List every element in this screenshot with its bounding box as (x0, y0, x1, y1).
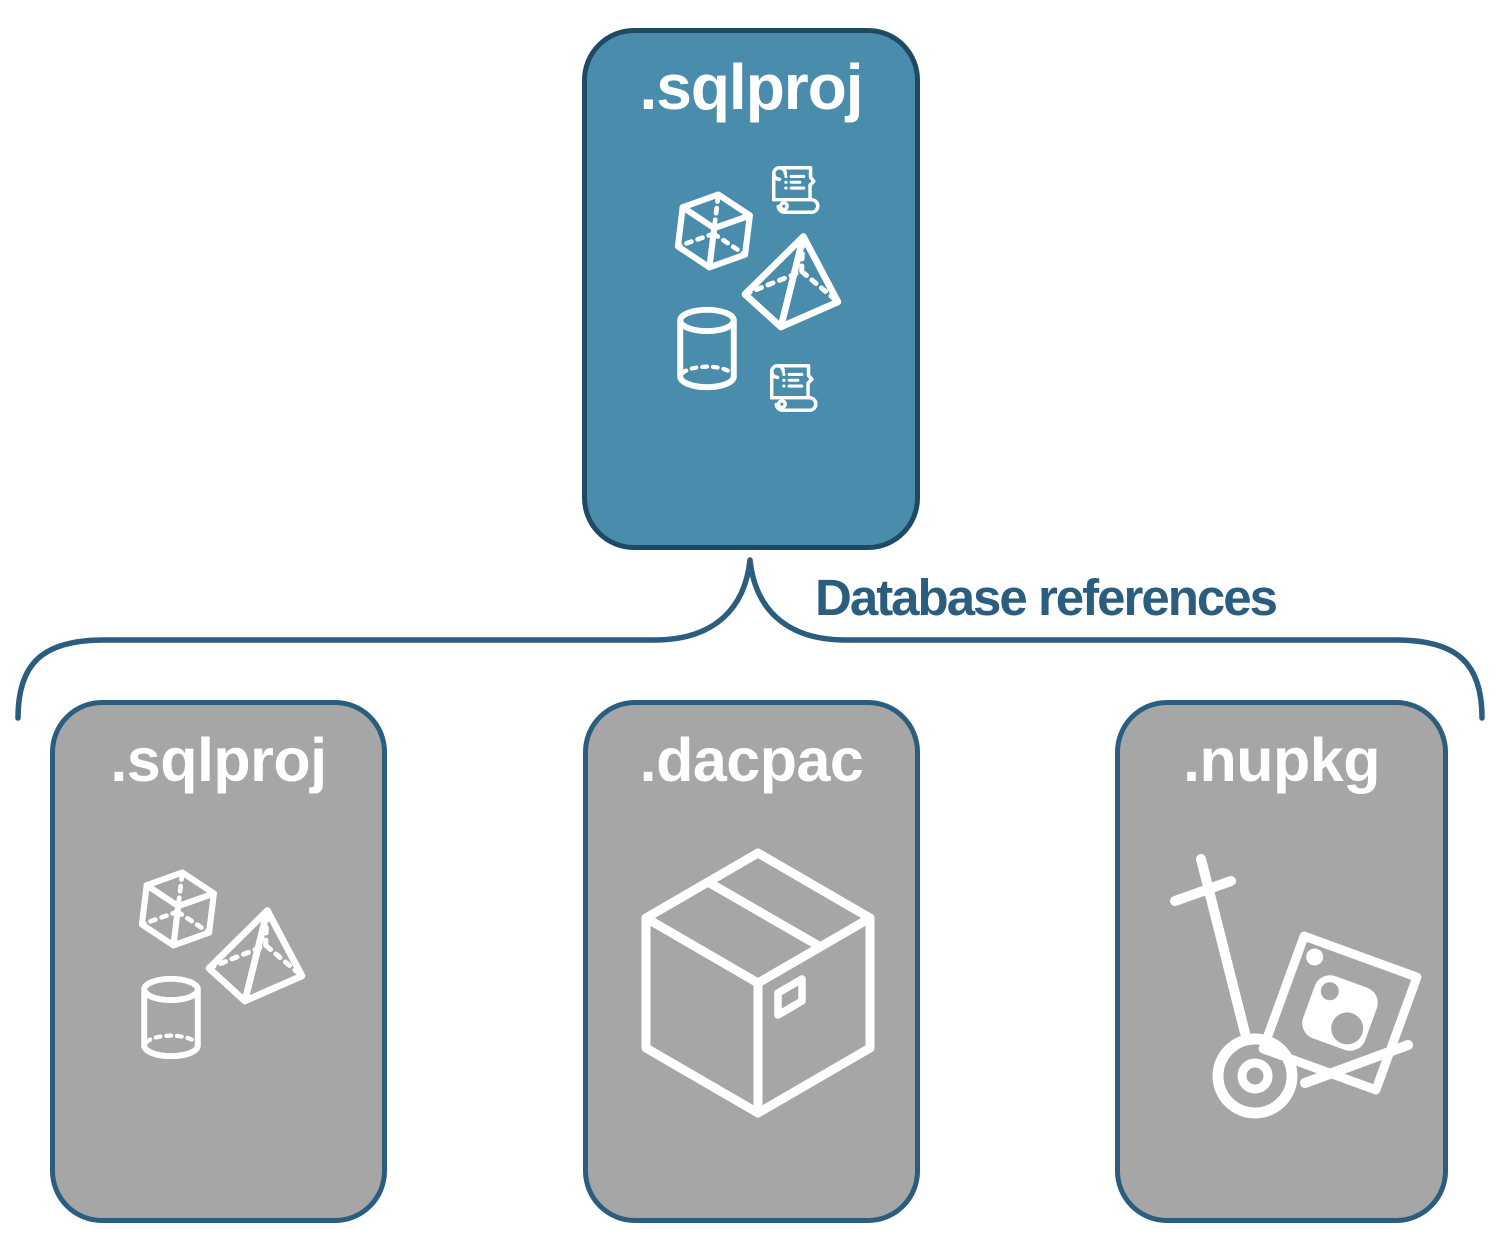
node-child-sqlproj: .sqlproj (50, 700, 387, 1223)
node-child-nupkg: .nupkg (1115, 700, 1448, 1223)
cylinder-3d-icon (680, 310, 734, 387)
node-child-dacpac: .dacpac (583, 700, 920, 1223)
cube-3d-icon (140, 868, 216, 949)
scroll-script-icon (771, 165, 820, 215)
scroll-script-icon (769, 363, 818, 413)
node-root-sqlproj: .sqlproj (582, 28, 920, 550)
cube-3d-icon (676, 190, 752, 271)
node-child-sqlproj-label: .sqlproj (110, 726, 327, 794)
pyramid-3d-icon (740, 228, 848, 336)
nuget-hand-truck-icon (1175, 859, 1417, 1113)
cylinder-3d-icon (144, 979, 198, 1056)
sql-objects-icon-cluster (587, 165, 915, 413)
nuget-icon-cluster (1120, 705, 1443, 1218)
package-icon-cluster (588, 705, 915, 1218)
package-box-icon (646, 853, 870, 1113)
edge-label-database-references: Database references (815, 569, 1278, 626)
pyramid-3d-icon (204, 902, 312, 1010)
node-child-nupkg-label: .nupkg (1183, 726, 1380, 794)
sql-objects-icon-cluster (55, 705, 382, 1218)
node-child-dacpac-label: .dacpac (639, 726, 864, 794)
node-root-label: .sqlproj (639, 51, 863, 123)
